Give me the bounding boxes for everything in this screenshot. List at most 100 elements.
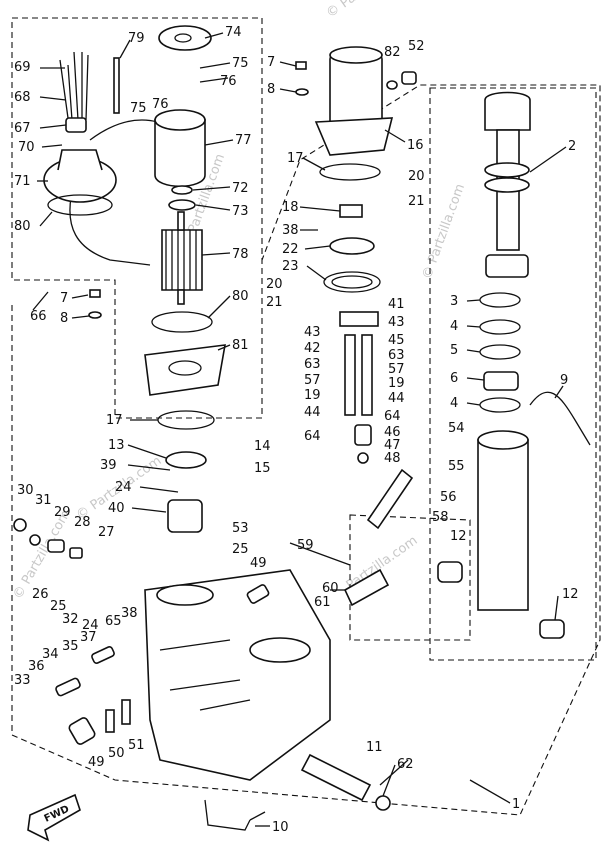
callout-56: 56 (440, 490, 457, 505)
armature-shaft-lower (177, 289, 185, 305)
leader-lines (32, 32, 567, 827)
callout-77: 77 (235, 133, 252, 148)
callout-82: 82 (384, 45, 401, 60)
callout-37: 37 (80, 630, 97, 645)
callout-11: 11 (366, 740, 383, 755)
screw-79 (113, 57, 120, 114)
manifold-bore-b (249, 637, 311, 663)
lead-wires (59, 51, 89, 121)
callout-24b: 24 (82, 618, 99, 633)
callout-50: 50 (108, 746, 125, 761)
callout-46: 46 (384, 425, 401, 440)
valve-49a (246, 584, 270, 604)
wire-grommet (65, 117, 87, 133)
callout-79: 79 (128, 31, 145, 46)
callout-49b: 49 (88, 755, 105, 770)
plate-22 (329, 237, 375, 255)
fwd-arrow-shape (27, 793, 81, 842)
fwd-arrow: FWD (27, 793, 81, 842)
callout-32: 32 (62, 612, 79, 627)
callout-68: 68 (14, 90, 31, 105)
callout-29: 29 (54, 505, 71, 520)
callout-64a: 64 (304, 429, 321, 444)
callout-3: 3 (450, 294, 458, 309)
callout-15: 15 (254, 461, 271, 476)
callout-1: 1 (512, 797, 520, 812)
cylinder-body (477, 439, 529, 611)
callout-57a: 57 (304, 373, 321, 388)
fitting-28 (69, 547, 83, 559)
callout-48: 48 (384, 451, 401, 466)
callout-63a: 63 (304, 357, 321, 372)
valve-stack-a (344, 334, 356, 416)
reservoir-parts (295, 46, 417, 464)
collar-12b (539, 619, 565, 639)
callout-34: 34 (42, 647, 59, 662)
callout-76b: 76 (220, 74, 237, 89)
callout-76a: 76 (152, 97, 169, 112)
callout-55: 55 (448, 459, 465, 474)
callout-78: 78 (232, 247, 249, 262)
callout-53: 53 (232, 521, 249, 536)
washer-72 (171, 185, 193, 195)
clip-30 (13, 518, 27, 532)
spring-36 (55, 677, 81, 697)
callout-42: 42 (304, 341, 321, 356)
reservoir-tank (329, 54, 383, 126)
callout-5: 5 (450, 343, 458, 358)
callout-8a: 8 (60, 311, 68, 326)
callout-43a: 43 (304, 325, 321, 340)
valve-stack-b (361, 334, 373, 416)
callout-38b: 38 (121, 606, 138, 621)
callout-80b: 80 (232, 289, 249, 304)
callout-75b: 75 (130, 101, 147, 116)
armature-shaft (177, 211, 185, 231)
spring-37 (91, 646, 115, 664)
callout-25a: 25 (232, 542, 249, 557)
callout-26: 26 (32, 587, 49, 602)
ball-48 (357, 452, 369, 464)
callout-36: 36 (28, 659, 45, 674)
seal-13 (165, 451, 207, 469)
terminal-plate (158, 25, 212, 51)
callout-31: 31 (35, 493, 52, 508)
callout-58: 58 (432, 510, 449, 525)
o-ring-31 (29, 534, 41, 546)
callout-80a: 80 (14, 219, 31, 234)
trim-rod-59 (366, 468, 414, 530)
callout-24a: 24 (115, 480, 132, 495)
callout-20a: 20 (408, 169, 425, 184)
callout-73: 73 (232, 204, 249, 219)
o-ring-5 (479, 344, 521, 360)
callout-23: 23 (282, 259, 299, 274)
callout-71: 71 (14, 174, 31, 189)
pump-gear-40 (167, 499, 203, 533)
terminal-hole (174, 33, 192, 43)
callout-8b: 8 (267, 82, 275, 97)
callout-33: 33 (14, 673, 31, 688)
callout-27: 27 (98, 525, 115, 540)
callout-19a: 19 (304, 388, 321, 403)
callout-30: 30 (17, 483, 34, 498)
callout-43b: 43 (388, 315, 405, 330)
shaft-11 (300, 753, 372, 802)
callout-54: 54 (448, 421, 465, 436)
callout-4a: 4 (450, 319, 458, 334)
callout-16: 16 (407, 138, 424, 153)
callout-40: 40 (108, 501, 125, 516)
o-ring-4b (479, 397, 521, 413)
callout-4b: 4 (450, 396, 458, 411)
callout-63b: 63 (388, 348, 405, 363)
callout-81: 81 (232, 338, 249, 353)
callout-41: 41 (388, 297, 405, 312)
filter-23-inner (331, 275, 373, 289)
callout-65: 65 (105, 614, 122, 629)
motor-cover-top (57, 149, 103, 171)
collar-12a (437, 561, 463, 583)
callout-62: 62 (397, 757, 414, 772)
plug-52 (401, 71, 417, 85)
hydraulic-pipe-9 (529, 391, 591, 446)
o-ring-80a (47, 194, 113, 216)
reservoir-tank-top (329, 46, 383, 64)
